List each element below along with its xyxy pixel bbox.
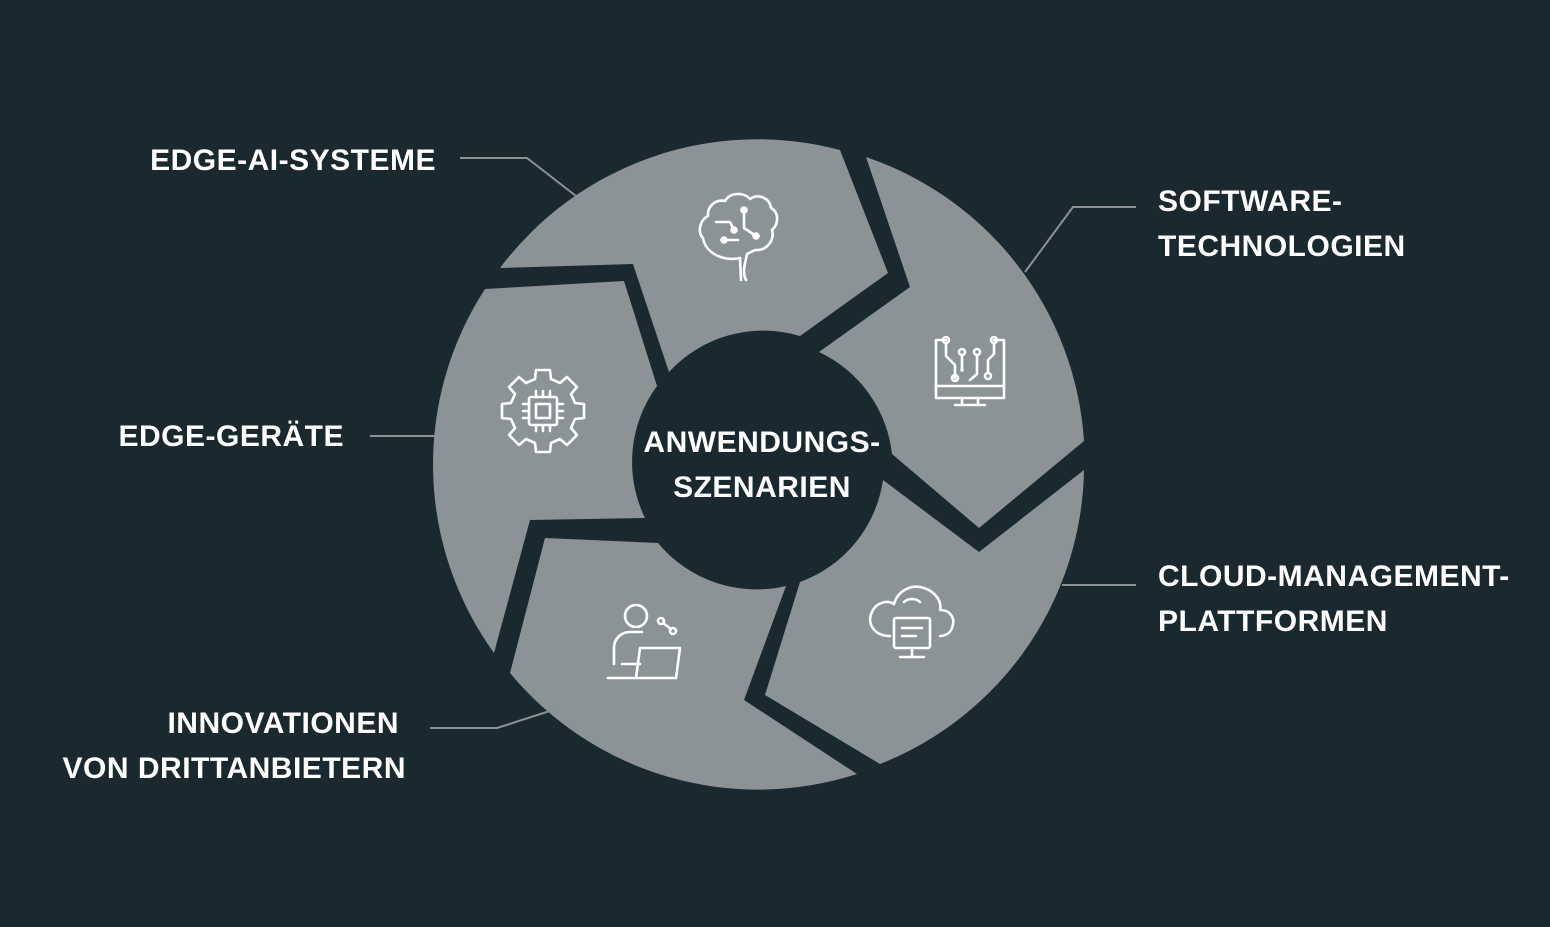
label-edge-geraete: EDGE-GERÄTE xyxy=(118,420,344,453)
label-cloud-line-1: CLOUD-MANAGEMENT- xyxy=(1158,560,1510,593)
center-label: ANWENDUNGS- SZENARIEN xyxy=(643,426,880,504)
segment-innovationen xyxy=(510,538,857,790)
segment-edge-geraete xyxy=(433,281,657,653)
person-laptop-icon xyxy=(606,603,682,680)
center-line-2: SZENARIEN xyxy=(673,471,851,504)
label-edge-ai: EDGE-AI-SYSTEME xyxy=(150,144,436,177)
segment-labels: EDGE-AI-SYSTEME SOFTWARE- TECHNOLOGIEN C… xyxy=(63,144,1510,785)
brain-icon xyxy=(698,192,779,282)
segment-edge-ai xyxy=(500,139,888,372)
label-software-line-2: TECHNOLOGIEN xyxy=(1158,230,1406,263)
leader-lines xyxy=(370,157,1136,729)
label-software-line-1: SOFTWARE- xyxy=(1158,185,1343,218)
cloud-server-icon xyxy=(868,585,955,659)
label-innovationen-line-2: VON DRITTANBIETERN xyxy=(63,752,406,785)
leader-edge-ai xyxy=(460,157,577,197)
label-innovationen-line-1: INNOVATIONEN xyxy=(167,707,399,740)
label-cloud-line-2: PLATTFORMEN xyxy=(1158,605,1388,638)
leader-software xyxy=(1024,206,1136,273)
center-line-1: ANWENDUNGS- xyxy=(643,426,880,459)
gear-chip-icon xyxy=(500,368,586,454)
segment-software xyxy=(819,157,1084,528)
circuit-monitor-icon xyxy=(934,335,1006,407)
leader-innovationen xyxy=(430,709,554,729)
